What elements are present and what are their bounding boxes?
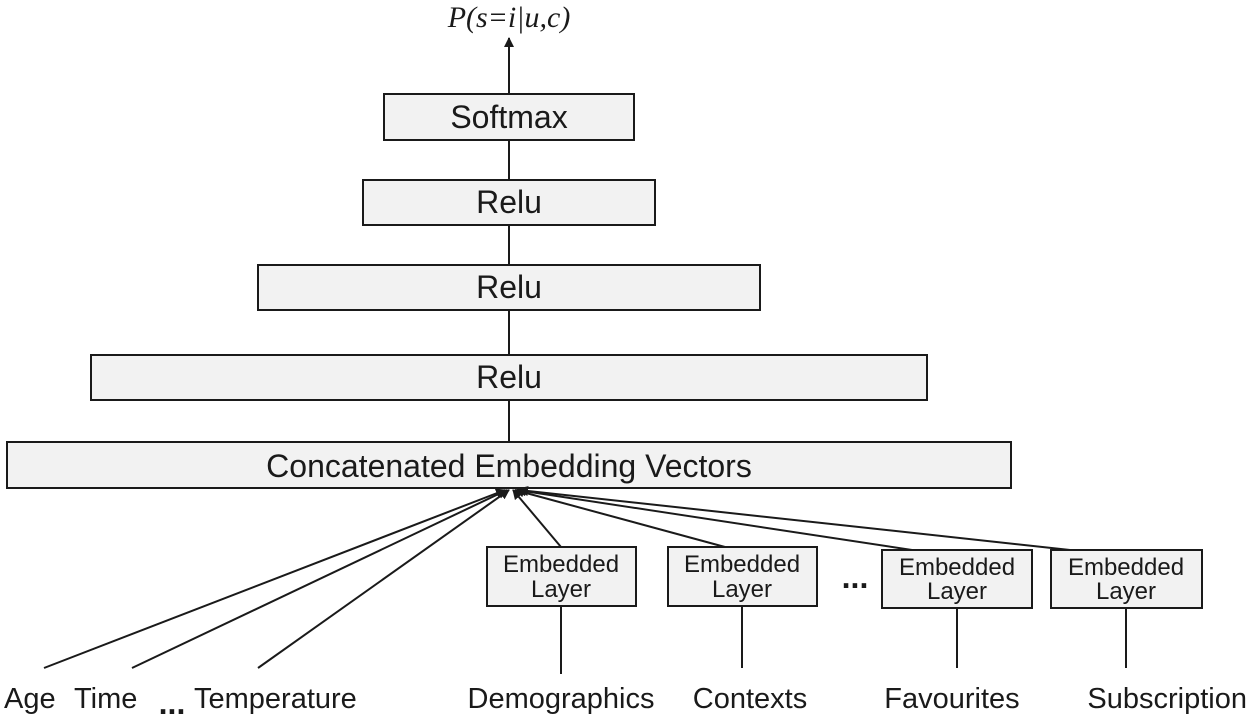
embedded-layer-favourites-box bbox=[881, 549, 1033, 609]
arrow-embed-demographics-to-concat bbox=[512, 489, 562, 548]
output-probability-label: P(s=i|u,c) bbox=[447, 1, 571, 34]
embedded-layer-contexts-line2: Layer bbox=[712, 576, 772, 603]
embedded-layer-contexts-box bbox=[667, 546, 818, 607]
embedded-layer-contexts-line1: Embedded bbox=[684, 551, 800, 578]
arrow-embed-subscription-to-concat bbox=[518, 486, 1071, 551]
embedded-layer-demographics-line1: Embedded bbox=[503, 551, 619, 578]
input-label-favourites: Favourites bbox=[884, 683, 1019, 715]
arrow-embed-favourites-to-concat bbox=[516, 486, 913, 551]
concat-embedding-label: Concatenated Embedding Vectors bbox=[266, 448, 752, 484]
relu-layer-3-box bbox=[362, 179, 656, 226]
embedded-layer-demographics-line2: Layer bbox=[531, 576, 591, 603]
embedded-layer-demographics-box bbox=[486, 546, 637, 607]
arrow-embed-contexts-to-concat bbox=[514, 487, 726, 548]
input-label-contexts: Contexts bbox=[693, 683, 807, 715]
input-label-subscription: Subscription bbox=[1087, 683, 1247, 715]
input-label-time: Time bbox=[74, 683, 137, 715]
input-label-age: Age bbox=[4, 683, 56, 715]
relu-layer-3-label: Relu bbox=[476, 184, 542, 220]
input-label-demographics: Demographics bbox=[468, 683, 655, 715]
embedded-layer-subscription-line2: Layer bbox=[1096, 578, 1156, 605]
embedded-layer-subscription-box bbox=[1050, 549, 1203, 609]
relu-layer-1-label: Relu bbox=[476, 359, 542, 395]
arrow-time-to-concat bbox=[131, 489, 508, 669]
embedded-layer-subscription-line1: Embedded bbox=[1068, 554, 1184, 581]
relu-layer-2-label: Relu bbox=[476, 269, 542, 305]
input-label-temperature: Temperature bbox=[194, 683, 357, 715]
input-ellipsis: ... bbox=[159, 685, 186, 719]
embedded-layer-favourites-line2: Layer bbox=[927, 578, 987, 605]
arrow-age-to-concat bbox=[43, 488, 506, 669]
softmax-layer-box bbox=[383, 93, 635, 141]
arrow-temperature-to-concat bbox=[257, 489, 510, 669]
relu-layer-1-box bbox=[90, 354, 928, 401]
concat-embedding-box bbox=[6, 441, 1012, 489]
embedded-layers-ellipsis: ... bbox=[842, 559, 869, 595]
relu-layer-2-box bbox=[257, 264, 761, 311]
softmax-layer-label: Softmax bbox=[450, 99, 567, 135]
embedded-layer-favourites-line1: Embedded bbox=[899, 554, 1015, 581]
